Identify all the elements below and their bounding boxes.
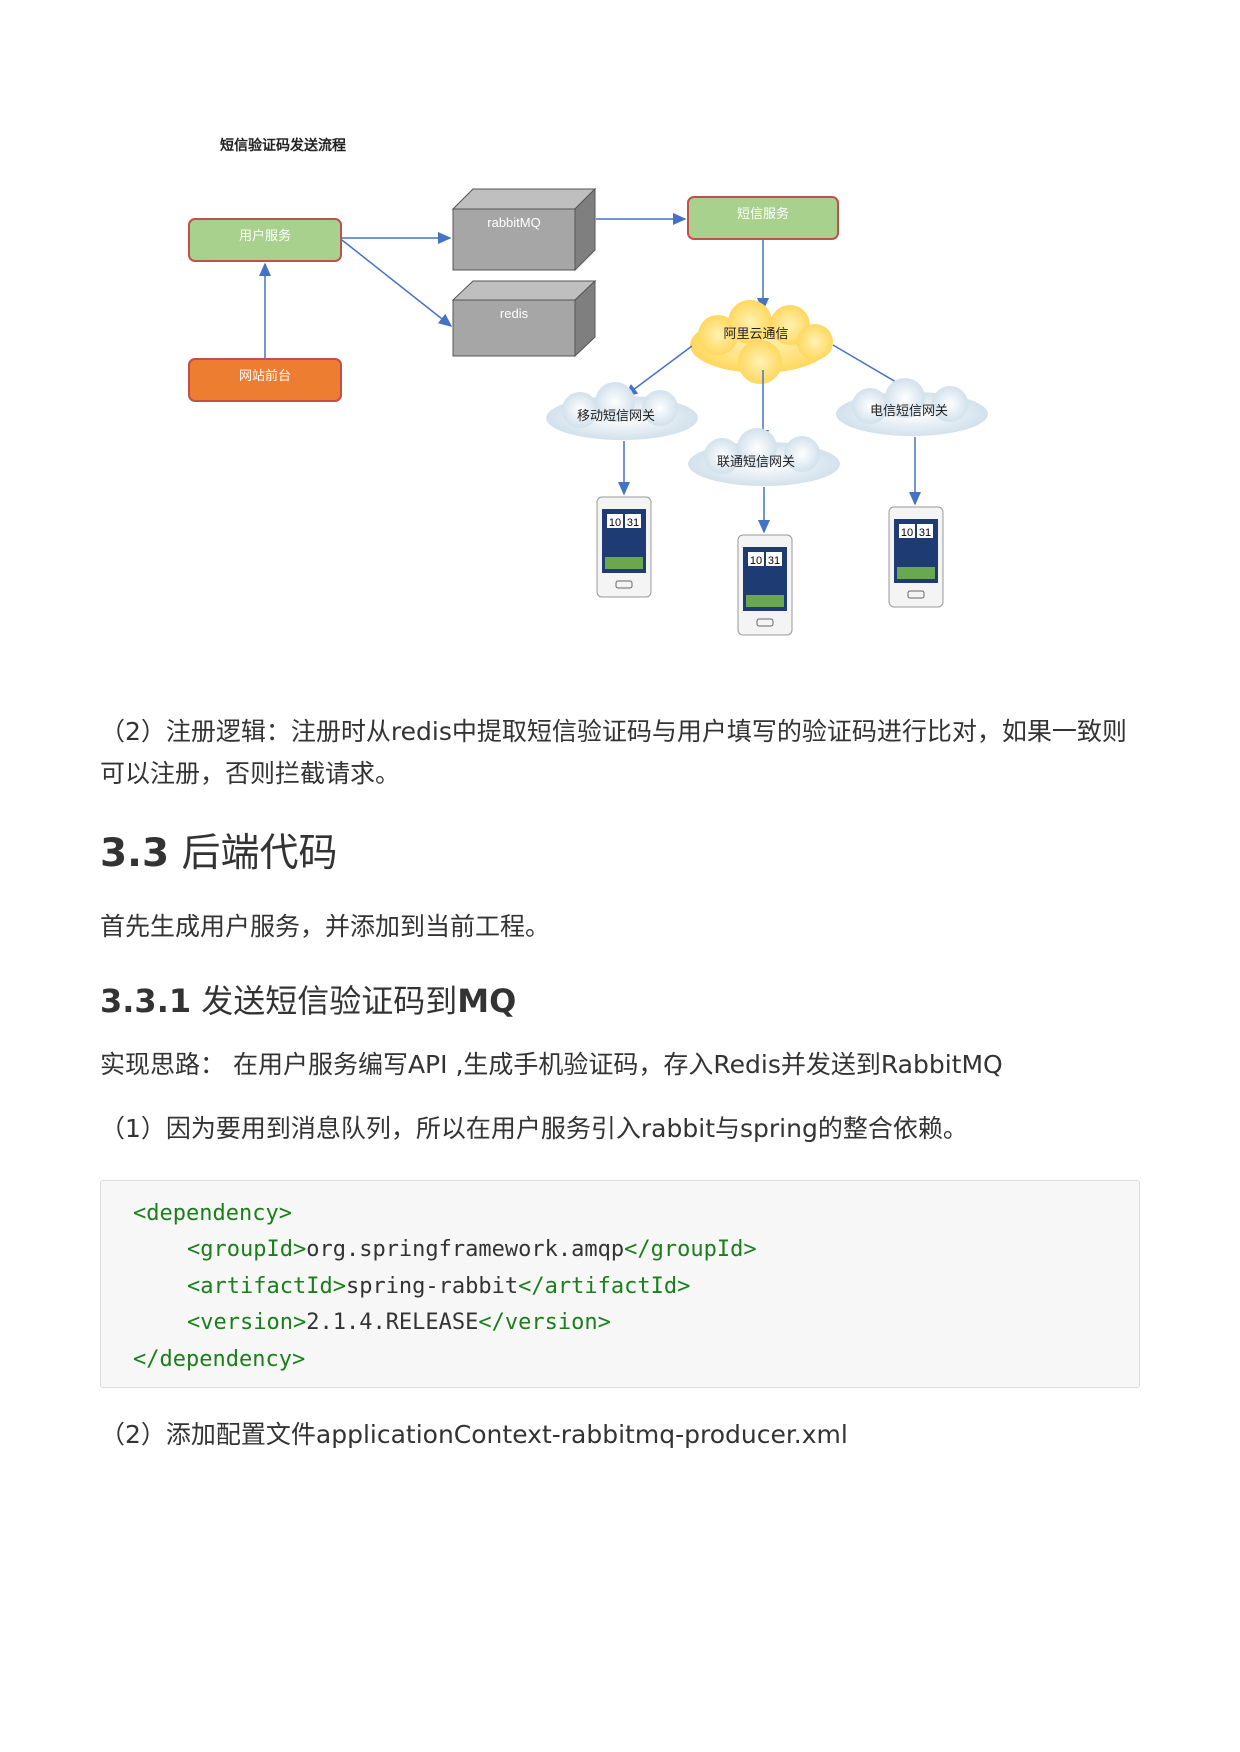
user-service-box: 用户服务	[188, 218, 342, 262]
svg-text:阿里云通信: 阿里云通信	[723, 326, 788, 341]
svg-text:10: 10	[901, 527, 913, 539]
sms-flow-diagram: 短信验证码发送流程 用户服务 网站前台 rabbitMQ redis 短信服务	[188, 137, 988, 636]
svg-text:31: 31	[627, 517, 639, 529]
step-1-paragraph: （1）因为要用到消息队列，所以在用户服务引入rabbit与spring的整合依赖…	[100, 1114, 968, 1143]
arrow-aliyun-mobile	[623, 345, 693, 397]
subsection-title-tail: MQ	[457, 982, 517, 1020]
section-title: 后端代码	[181, 831, 338, 876]
aliyun-cloud: 阿里云通信	[690, 300, 833, 384]
rabbitmq-box: rabbitMQ	[451, 187, 597, 272]
svg-text:移动短信网关: 移动短信网关	[577, 408, 655, 423]
register-logic-paragraph: （2）注册逻辑：注册时从redis中提取短信验证码与用户填写的验证码进行比对，如…	[100, 717, 1127, 788]
sms-service-box: 短信服务	[687, 196, 839, 240]
subsection-number: 3.3.1	[100, 982, 192, 1020]
svg-text:31: 31	[768, 555, 780, 567]
code-line: </dependency>	[133, 1347, 306, 1372]
phone-icon: 10 31	[888, 506, 944, 608]
subsection-title: 发送短信验证码到	[201, 982, 458, 1020]
svg-text:31: 31	[919, 527, 931, 539]
code-line: <groupId>org.springframework.amqp</group…	[187, 1237, 757, 1262]
phone-icon: 10 31	[737, 534, 793, 636]
svg-text:联通短信网关: 联通短信网关	[717, 454, 795, 469]
section-heading-3-3: 3.3 后端代码	[100, 822, 338, 878]
code-block: <dependency> <groupId>org.springframewor…	[100, 1180, 1140, 1388]
svg-text:redis: redis	[500, 306, 529, 321]
unicom-gateway-cloud: 联通短信网关	[688, 428, 840, 486]
svg-text:网站前台: 网站前台	[239, 368, 291, 383]
svg-text:电信短信网关: 电信短信网关	[870, 403, 948, 418]
code-line: <dependency>	[133, 1201, 292, 1226]
svg-text:用户服务: 用户服务	[239, 228, 291, 243]
section-number: 3.3	[100, 831, 170, 876]
code-line: <artifactId>spring-rabbit</artifactId>	[187, 1274, 691, 1299]
frontend-box: 网站前台	[188, 358, 342, 402]
redis-box: redis	[451, 279, 597, 358]
svg-text:10: 10	[609, 517, 621, 529]
step-2-paragraph: （2）添加配置文件applicationContext-rabbitmq-pro…	[100, 1420, 848, 1449]
arrow-user-redis	[341, 239, 453, 327]
telecom-gateway-cloud: 电信短信网关	[836, 378, 988, 436]
approach-paragraph: 实现思路： 在用户服务编写API ,生成手机验证码，存入Redis并发送到Rab…	[100, 1050, 1003, 1079]
code-line: <version>2.1.4.RELEASE</version>	[187, 1310, 611, 1335]
mobile-gateway-cloud: 移动短信网关	[546, 382, 698, 440]
svg-text:10: 10	[750, 555, 762, 567]
svg-text:短信服务: 短信服务	[737, 206, 789, 221]
diagram-title: 短信验证码发送流程	[220, 137, 346, 153]
svg-text:rabbitMQ: rabbitMQ	[487, 215, 540, 230]
section-heading-3-3-1: 3.3.1 发送短信验证码到MQ	[100, 976, 516, 1022]
intro-paragraph: 首先生成用户服务，并添加到当前工程。	[100, 912, 551, 941]
phone-icon: 10 31	[596, 496, 652, 598]
